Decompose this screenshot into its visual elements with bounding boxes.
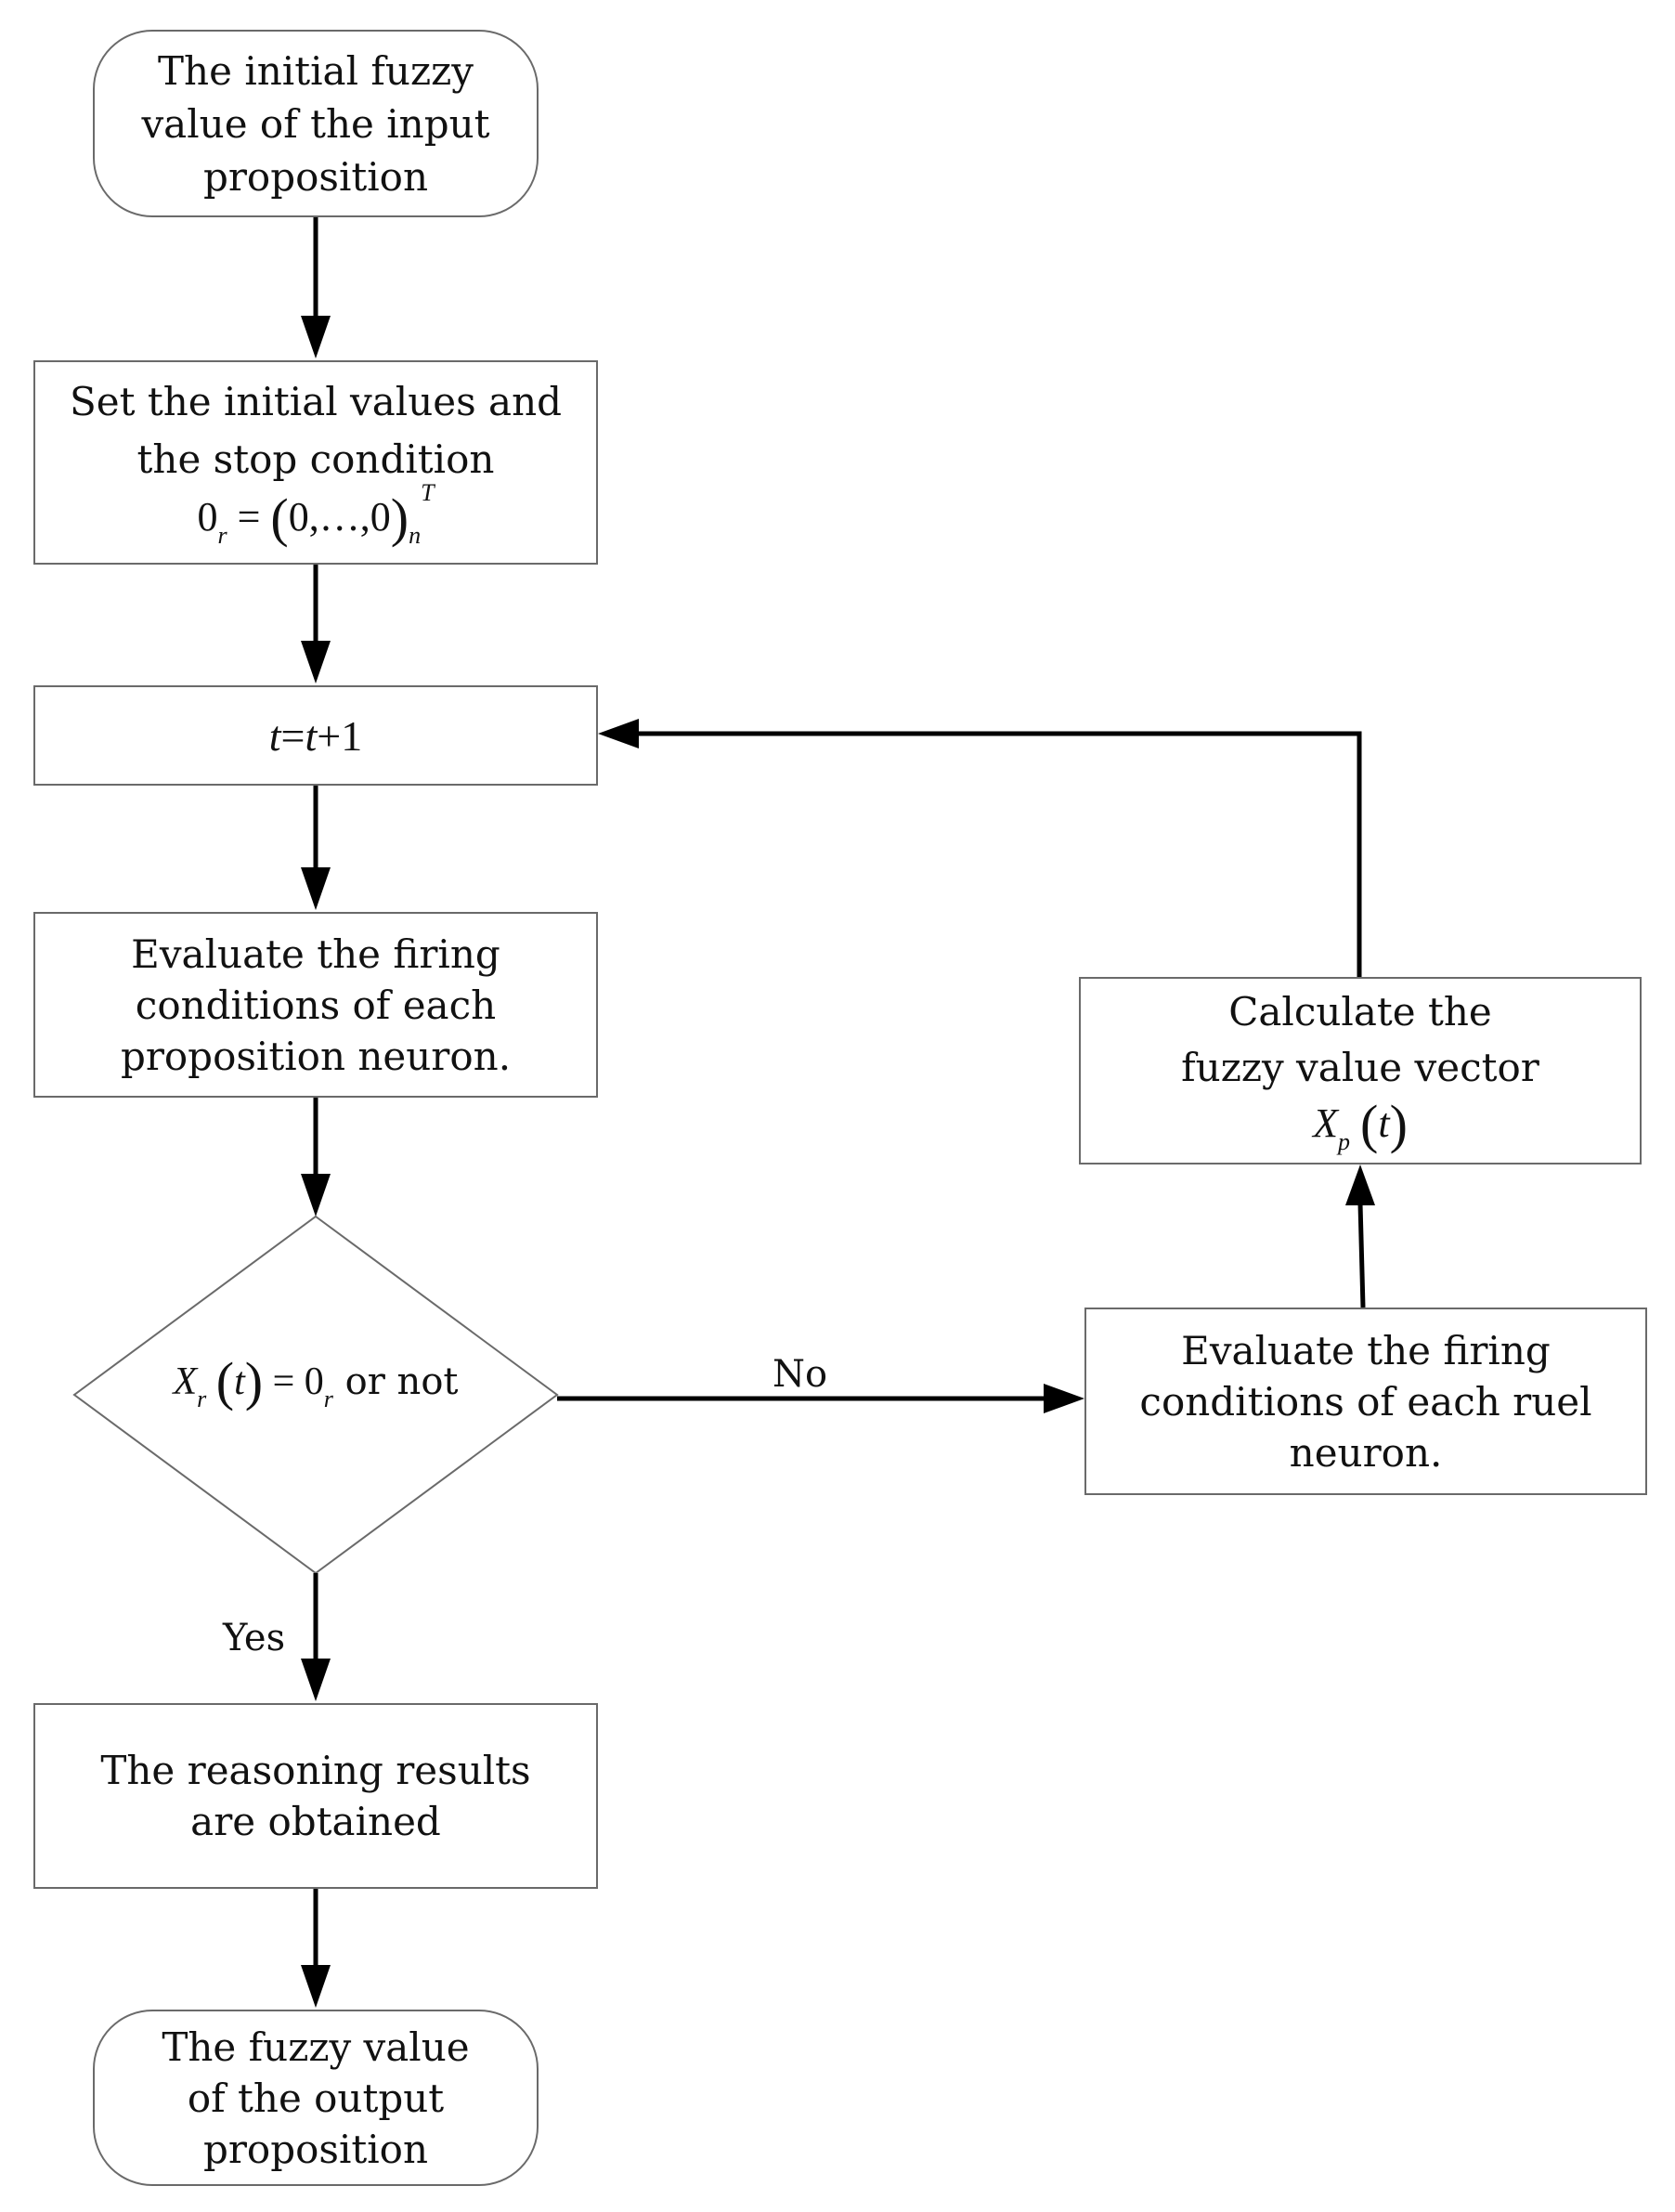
formula-lhs-sub: r <box>217 522 227 549</box>
arrowhead-init-to-increment <box>301 641 331 683</box>
input-proposition-node: The initial fuzzy value of the input pro… <box>93 30 539 217</box>
evaluate-rule-node: Evaluate the firing conditions of each r… <box>1084 1308 1647 1495</box>
yes-label: Yes <box>223 1617 286 1659</box>
calc-left-paren: ( <box>1360 1094 1379 1154</box>
calc-arg: t <box>1378 1100 1390 1146</box>
input-line-1: The initial fuzzy <box>158 47 474 94</box>
decision-rhs-sub: r <box>323 1386 333 1412</box>
input-line-2: value of the input <box>141 100 490 147</box>
arrow-loop-back <box>637 731 1362 977</box>
formula-lhs: 0 <box>197 494 218 540</box>
eval-rule-line-3: neuron. <box>1289 1429 1443 1476</box>
formula-body: 0,…,0 <box>288 494 391 540</box>
calc-line-2: fuzzy value vector <box>1181 1045 1539 1090</box>
fuzzy-vector-formula: Xp (t) <box>1313 1096 1408 1157</box>
decision-condition: Xr (t) = 0r or not <box>74 1355 557 1413</box>
arrowhead-decision-to-rule <box>1044 1384 1084 1413</box>
right-paren: ) <box>390 488 409 548</box>
eval-prop-line-2: conditions of each <box>135 982 497 1028</box>
eval-rule-line-1: Evaluate the firing <box>1181 1327 1551 1373</box>
decision-arg: t <box>234 1360 245 1403</box>
arrow-rule-to-calculate <box>1357 1203 1366 1308</box>
calculate-fuzzy-vector-node: Calculate the fuzzy value vector Xp (t) <box>1079 977 1642 1165</box>
arrowhead-decision-to-results <box>301 1659 331 1701</box>
evaluate-proposition-node: Evaluate the firing conditions of each p… <box>33 912 598 1098</box>
input-line-3: proposition <box>202 153 429 200</box>
decision-rhs: 0 <box>304 1360 324 1403</box>
init-line-1: Set the initial values and <box>69 379 563 424</box>
calc-var: X <box>1313 1100 1338 1146</box>
output-proposition-node: The fuzzy value of the output propositio… <box>93 2010 539 2186</box>
formula-eq: = <box>237 494 261 540</box>
calc-var-sub: p <box>1338 1128 1350 1155</box>
increment-node: t=t+1 <box>33 685 598 786</box>
arrowhead-loop-back <box>598 719 639 748</box>
output-line-2: of the output <box>187 2075 445 2121</box>
increment-t2: t <box>305 711 318 760</box>
decision-eq: = <box>272 1360 295 1403</box>
init-line-2: the stop condition <box>136 436 495 482</box>
arrowhead-input-to-init <box>301 316 331 358</box>
eval-prop-line-1: Evaluate the firing <box>131 930 500 977</box>
arrowhead-evaluate-to-decision <box>301 1174 331 1217</box>
eval-prop-line-3: proposition neuron. <box>120 1033 512 1079</box>
decision-left-paren: ( <box>215 1351 235 1412</box>
arrowhead-results-to-output <box>301 1965 331 2008</box>
increment-eq: = <box>280 711 305 760</box>
reasoning-results-node: The reasoning results are obtained <box>33 1703 598 1889</box>
increment-t1: t <box>268 711 281 760</box>
formula-sup: T <box>421 479 435 506</box>
decision-var-sub: r <box>197 1386 207 1412</box>
decision-suffix: or not <box>332 1360 459 1403</box>
increment-formula: t=t+1 <box>269 709 362 762</box>
calc-right-paren: ) <box>1389 1094 1408 1154</box>
calc-line-1: Calculate the <box>1228 989 1492 1034</box>
formula-sub: n <box>409 522 422 549</box>
results-line-2: are obtained <box>190 1799 441 1844</box>
results-line-1: The reasoning results <box>100 1748 531 1793</box>
increment-plus: +1 <box>317 711 363 760</box>
output-line-1: The fuzzy value <box>162 2023 470 2070</box>
stop-condition-formula: 0r = (0,…,0)nT <box>197 479 434 552</box>
eval-rule-line-2: conditions of each ruel <box>1139 1378 1592 1425</box>
no-label: No <box>773 1353 828 1396</box>
arrowhead-rule-to-calculate <box>1345 1165 1375 1205</box>
arrowhead-increment-to-evaluate <box>301 867 331 910</box>
output-line-3: proposition <box>202 2126 429 2172</box>
decision-var: X <box>173 1360 198 1403</box>
initial-values-node: Set the initial values and the stop cond… <box>33 360 598 565</box>
left-paren: ( <box>270 488 289 548</box>
decision-right-paren: ) <box>244 1351 264 1412</box>
